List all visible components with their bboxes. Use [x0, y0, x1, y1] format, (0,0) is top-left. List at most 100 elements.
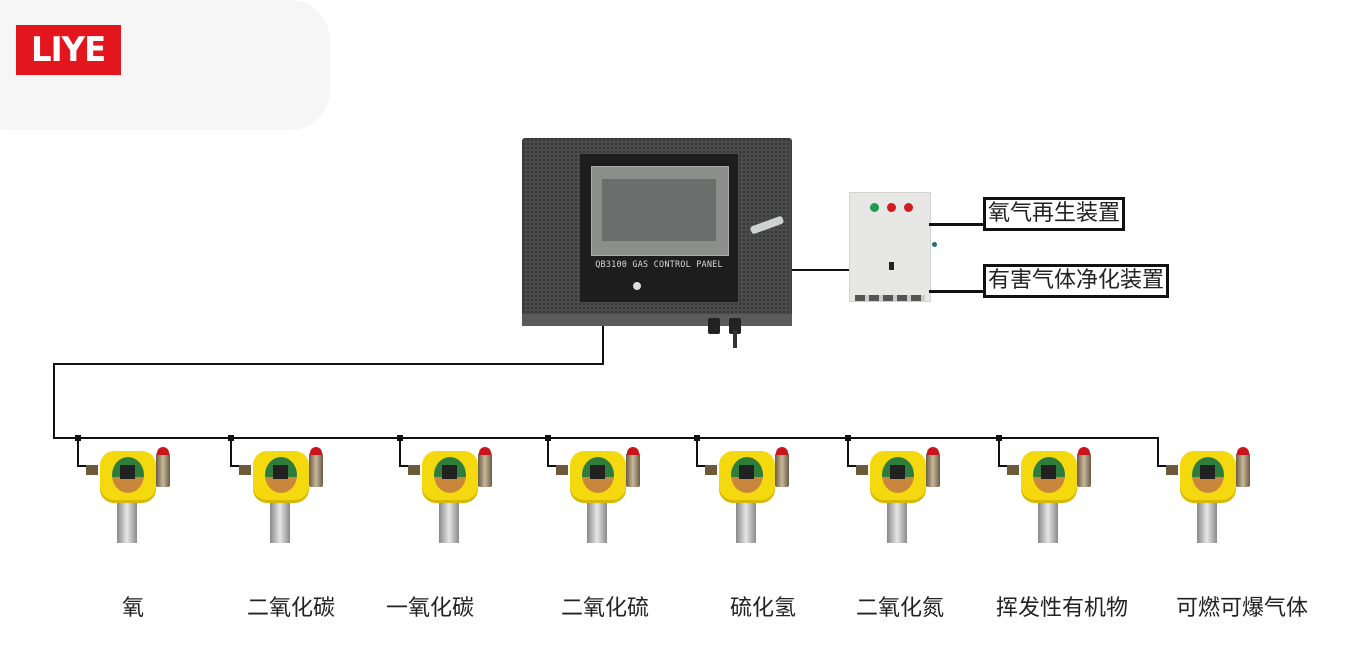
alarm-light-icon: [627, 447, 639, 455]
gas-type-label: 硫化氢: [730, 596, 797, 621]
alarm-beacon: [309, 453, 323, 487]
power-led-icon: [633, 282, 641, 290]
alarm-beacon: [156, 453, 170, 487]
wire-controller-to-linkage: [792, 269, 849, 271]
wire-branch: [696, 437, 698, 466]
gas-control-panel: QB3100 GAS CONTROL PANEL: [522, 138, 792, 326]
cable-gland: [708, 318, 720, 334]
wire-bus-left: [53, 363, 55, 439]
detector-sensor-head: [1197, 503, 1217, 543]
alarm-beacon: [775, 453, 789, 487]
wire-branch: [1157, 465, 1169, 467]
wire-branch: [998, 465, 1010, 467]
detector-connector: [86, 465, 98, 475]
detector-sensor-head: [117, 503, 137, 543]
gas-detector: [86, 445, 176, 555]
gas-detector: [1166, 445, 1256, 555]
wire-branch: [399, 465, 411, 467]
alarm-beacon: [478, 453, 492, 487]
detector-sensor-head: [439, 503, 459, 543]
indicator-lamp-green: [870, 203, 879, 212]
gas-type-label: 氧: [122, 596, 145, 621]
wire-to-output-1: [929, 223, 985, 226]
wire-branch: [847, 437, 849, 466]
gas-type-label: 二氧化硫: [561, 596, 650, 621]
detector-lcd: [442, 465, 457, 479]
power-cable: [733, 330, 737, 348]
detector-sensor-head: [270, 503, 290, 543]
control-panel-base: [522, 314, 792, 326]
alarm-beacon: [1236, 453, 1250, 487]
output-device-label: 有害气体净化装置: [983, 264, 1170, 298]
indicator-lamp-red: [904, 203, 913, 212]
wire-branch: [998, 437, 1000, 466]
detector-lcd: [739, 465, 754, 479]
alarm-light-icon: [310, 447, 322, 455]
output-device-label: 氧气再生装置: [983, 197, 1126, 231]
wire-branch: [547, 437, 549, 466]
detector-lcd: [590, 465, 605, 479]
alarm-beacon: [626, 453, 640, 487]
wire-bus-main: [53, 437, 1159, 439]
brand-logo: LIYE: [16, 25, 121, 75]
control-panel-title: QB3100 GAS CONTROL PANEL: [595, 260, 723, 270]
wire-branch: [847, 465, 859, 467]
alarm-light-icon: [157, 447, 169, 455]
detector-lcd: [1200, 465, 1215, 479]
detector-connector: [408, 465, 420, 475]
selector-switch: [889, 262, 894, 270]
detector-connector: [705, 465, 717, 475]
alarm-light-icon: [1237, 447, 1249, 455]
wire-branch: [230, 437, 232, 466]
wire-controller-drop: [602, 326, 604, 365]
detector-connector: [239, 465, 251, 475]
gas-type-label: 二氧化氮: [856, 596, 945, 621]
detector-lcd: [890, 465, 905, 479]
wire-branch: [1157, 437, 1159, 466]
screen-display: [602, 179, 716, 241]
detector-sensor-head: [1038, 503, 1058, 543]
gas-detector: [705, 445, 795, 555]
terminal-ports: [855, 295, 925, 301]
wire-branch: [77, 465, 89, 467]
detector-sensor-head: [587, 503, 607, 543]
control-panel-face: QB3100 GAS CONTROL PANEL: [580, 154, 738, 302]
wire-bus-upper: [53, 363, 604, 365]
wire-branch: [399, 437, 401, 466]
gas-detector: [408, 445, 498, 555]
detector-lcd: [1041, 465, 1056, 479]
gas-detector: [239, 445, 329, 555]
detector-connector: [1007, 465, 1019, 475]
wire-to-output-2: [929, 290, 985, 293]
alarm-light-icon: [776, 447, 788, 455]
wire-branch: [547, 465, 559, 467]
gas-detector: [856, 445, 946, 555]
alarm-light-icon: [479, 447, 491, 455]
detector-lcd: [273, 465, 288, 479]
alarm-beacon: [926, 453, 940, 487]
logo-text: LIYE: [31, 30, 106, 70]
detector-connector: [1166, 465, 1178, 475]
gas-detector: [556, 445, 646, 555]
detector-sensor-head: [736, 503, 756, 543]
cable-gland: [729, 318, 741, 334]
indicator-lamp-red: [887, 203, 896, 212]
gas-type-label: 二氧化碳: [247, 596, 336, 621]
detector-connector: [556, 465, 568, 475]
wire-branch: [77, 437, 79, 466]
detector-connector: [856, 465, 868, 475]
gas-type-label: 挥发性有机物: [996, 596, 1129, 621]
gas-detector: [1007, 445, 1097, 555]
linkage-control-box: [849, 192, 937, 302]
detector-sensor-head: [887, 503, 907, 543]
wire-branch: [696, 465, 708, 467]
detector-lcd: [120, 465, 135, 479]
alarm-light-icon: [927, 447, 939, 455]
wire-branch: [230, 465, 242, 467]
alarm-beacon: [1077, 453, 1091, 487]
gas-type-label: 可燃可爆气体: [1176, 596, 1309, 621]
status-light: [932, 242, 937, 247]
touch-screen: [591, 166, 729, 256]
gas-type-label: 一氧化碳: [386, 596, 475, 621]
alarm-light-icon: [1078, 447, 1090, 455]
